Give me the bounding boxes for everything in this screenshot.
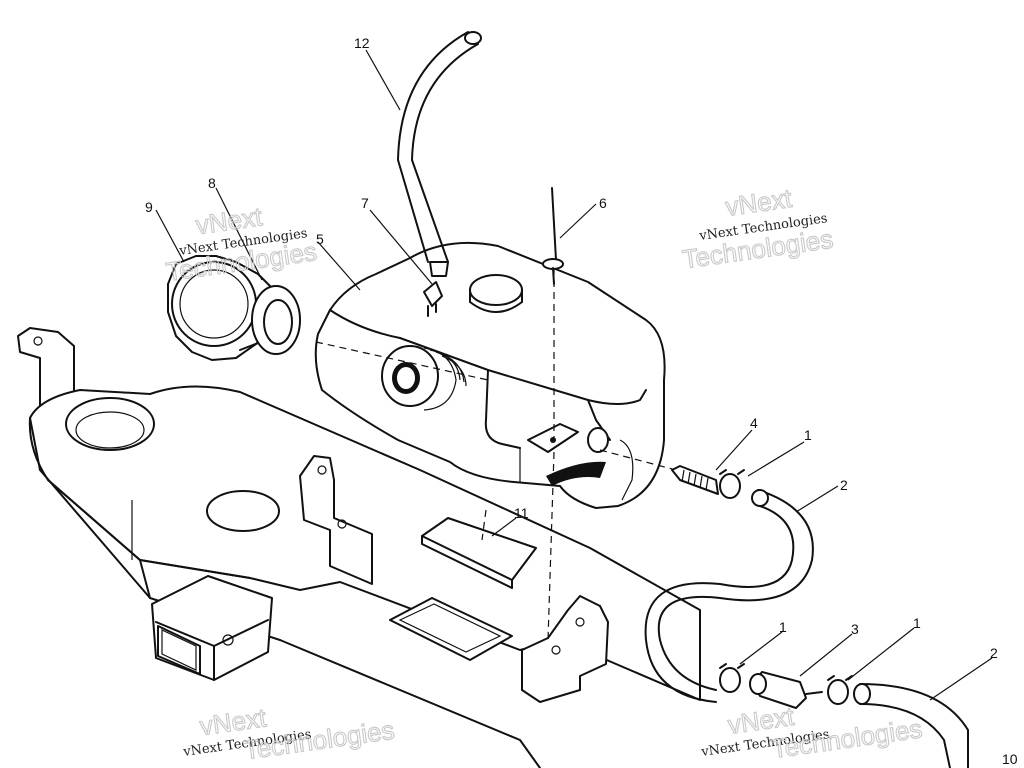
watermark: vNext vNext Technologies Technologies — [699, 700, 924, 764]
gasket-ring — [251, 285, 301, 355]
fuel-line-hose — [853, 683, 969, 768]
watermark: vNext vNext Technologies Technologies — [181, 702, 396, 766]
vent-fitting — [423, 281, 443, 317]
hose-clamp — [719, 663, 745, 693]
callout-1: 1 — [913, 615, 921, 631]
page-number: 10 — [1002, 751, 1018, 767]
inline-filter — [749, 671, 823, 709]
callout-labels: 12 8 9 7 5 6 4 1 2 11 1 3 1 2 10 — [145, 35, 1018, 767]
vent-hose — [397, 31, 482, 277]
hose-fitting — [671, 465, 719, 495]
callout-7: 7 — [361, 195, 369, 211]
dipstick-rod — [542, 187, 564, 285]
callout-12: 12 — [354, 35, 370, 51]
callout-9: 9 — [145, 199, 153, 215]
callout-3: 3 — [851, 621, 859, 637]
front-bracket — [299, 455, 373, 585]
callout-6: 6 — [599, 195, 607, 211]
watermark: vNext vNext Technologies Technologies — [164, 201, 320, 288]
fuel-line-hose — [644, 489, 814, 703]
callout-11: 11 — [514, 505, 529, 521]
callout-1: 1 — [804, 427, 812, 443]
hose-clamp — [719, 469, 745, 499]
fuel-tank — [314, 241, 666, 509]
callout-5: 5 — [316, 231, 324, 247]
callout-1: 1 — [779, 619, 787, 635]
callout-4: 4 — [750, 415, 758, 431]
callout-leaders — [155, 49, 993, 701]
callout-2: 2 — [990, 645, 998, 661]
callout-2: 2 — [840, 477, 848, 493]
leader-dash-lines — [315, 268, 677, 641]
rear-bracket — [521, 595, 609, 703]
watermark-brand: vNext — [724, 183, 795, 222]
callout-8: 8 — [208, 175, 216, 191]
hose-clamp — [827, 675, 853, 705]
rubber-pad — [421, 517, 537, 589]
watermark: vNext vNext Technologies Technologies — [680, 182, 836, 275]
fuel-cap — [167, 255, 277, 361]
